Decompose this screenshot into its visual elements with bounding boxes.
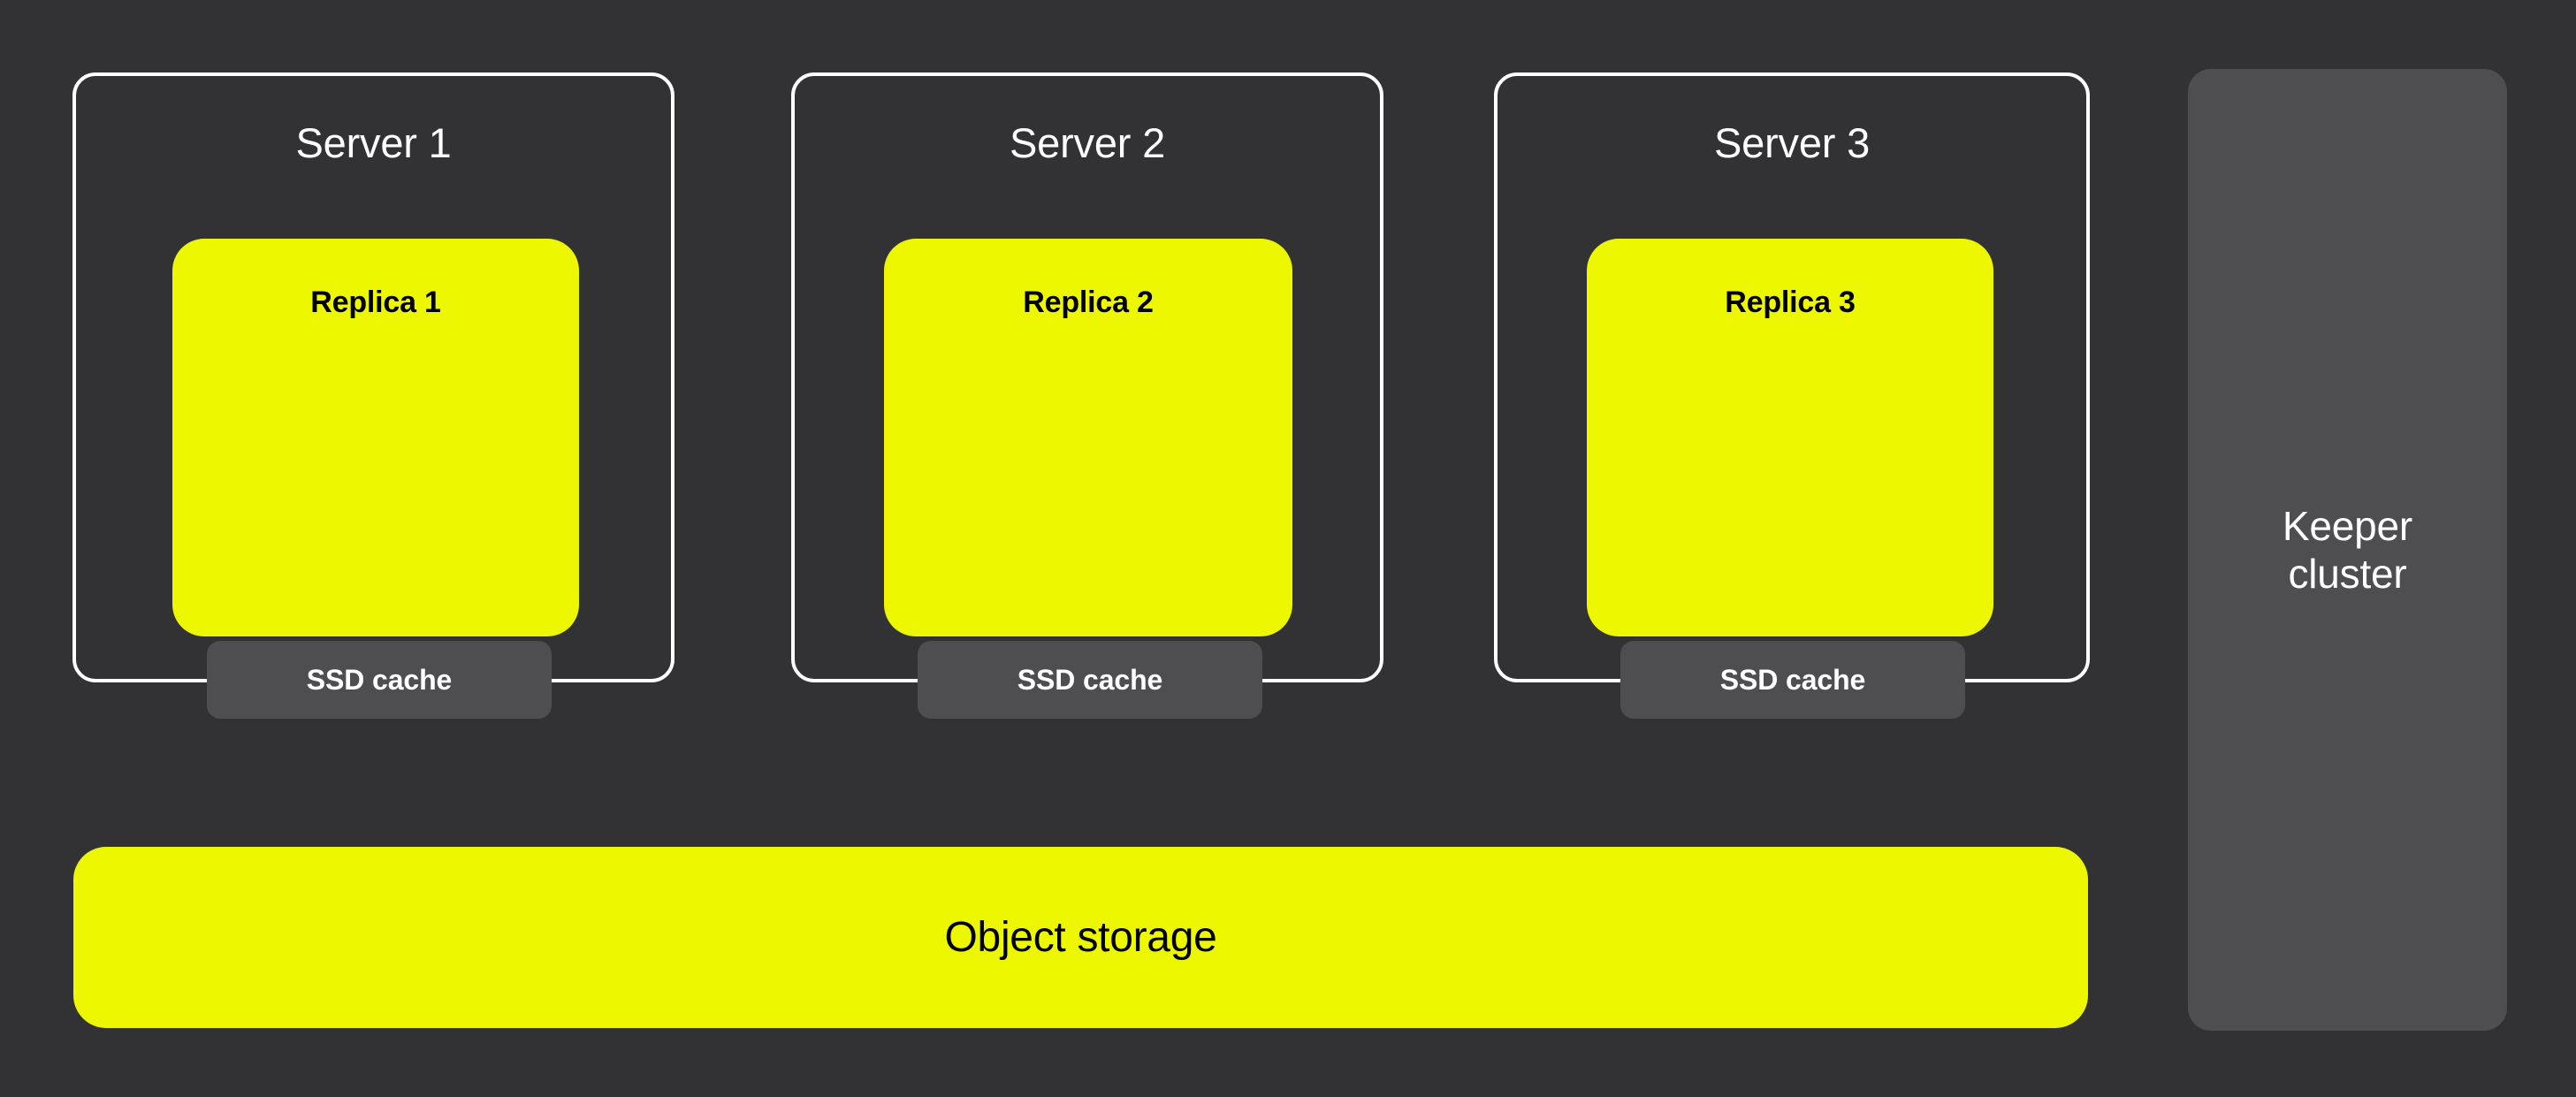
server-title-2: Server 2: [1009, 119, 1166, 166]
ssd-cache-box-2: SSD cache: [918, 641, 1262, 719]
ssd-cache-box-3: SSD cache: [1620, 641, 1965, 719]
replica-label-2: Replica 2: [1023, 286, 1154, 319]
replica-box-1: Replica 1: [172, 239, 579, 636]
replica-box-2: Replica 2: [884, 239, 1292, 636]
ssd-cache-label-2: SSD cache: [1017, 664, 1163, 696]
server-title-3: Server 3: [1713, 119, 1871, 166]
ssd-cache-label-1: SSD cache: [306, 664, 453, 696]
server-title-1: Server 1: [295, 119, 452, 166]
replica-label-3: Replica 3: [1725, 286, 1856, 319]
ssd-cache-box-1: SSD cache: [207, 641, 552, 719]
keeper-cluster-panel: Keeper cluster: [2188, 69, 2507, 1031]
ssd-cache-label-3: SSD cache: [1719, 664, 1866, 696]
object-storage-label: Object storage: [944, 913, 1217, 961]
object-storage-bar: Object storage: [73, 847, 2088, 1028]
replica-label-1: Replica 1: [310, 286, 441, 319]
replica-box-3: Replica 3: [1587, 239, 1993, 636]
keeper-cluster-label: Keeper cluster: [2282, 502, 2413, 597]
